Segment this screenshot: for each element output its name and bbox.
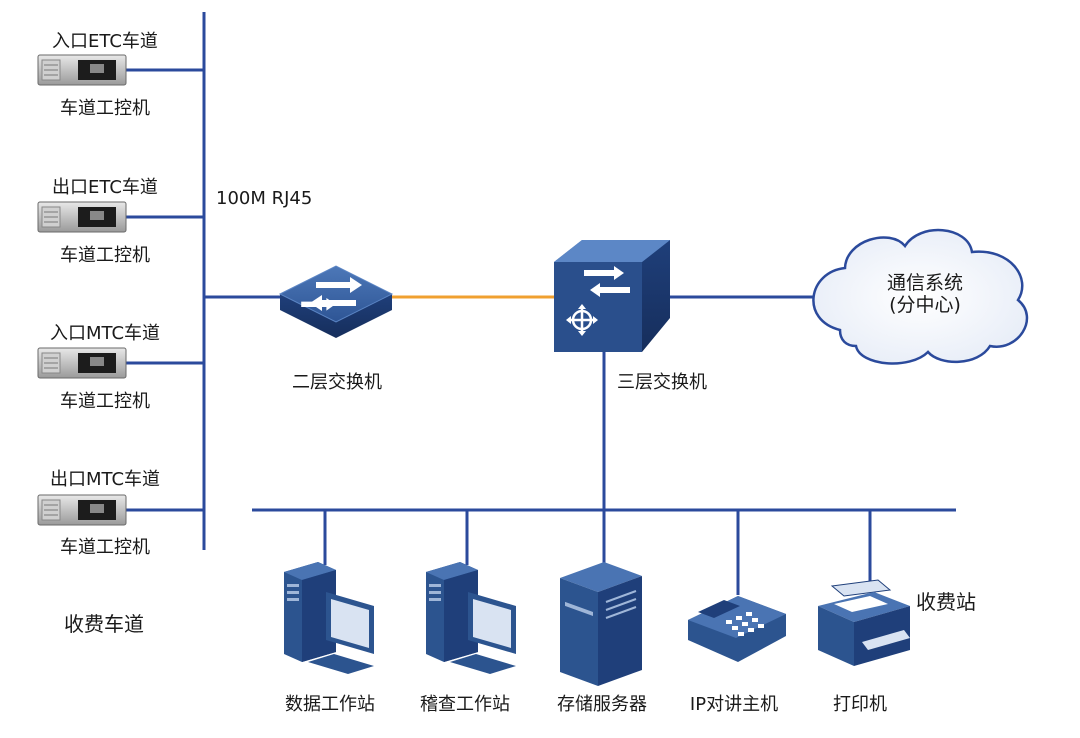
zone-lane-label: 收费车道 bbox=[64, 612, 144, 636]
cloud-label-line1: 通信系统 bbox=[886, 272, 964, 294]
zone-station-label: 收费站 bbox=[916, 590, 976, 614]
cloud-label-line2: (分中心) bbox=[889, 294, 961, 316]
cloud-label: 通信系统 (分中心) bbox=[887, 272, 963, 316]
lane-label: 入口MTC车道 bbox=[49, 323, 161, 344]
lane-label: 入口ETC车道 bbox=[52, 31, 158, 52]
l2-switch-icon bbox=[278, 265, 394, 338]
workstation-icon bbox=[284, 562, 374, 674]
ipc-icon bbox=[37, 347, 127, 379]
ipc-icon bbox=[37, 54, 127, 86]
link-label: 100M RJ45 bbox=[216, 188, 313, 209]
ipc-icon bbox=[37, 494, 127, 526]
station-device-label: 数据工作站 bbox=[285, 694, 375, 715]
device-label: 车道工控机 bbox=[60, 537, 150, 558]
station-device-label: 打印机 bbox=[833, 694, 887, 715]
l3-switch-icon bbox=[554, 240, 670, 352]
station-device-label: 稽查工作站 bbox=[420, 694, 510, 715]
server-icon bbox=[560, 562, 642, 686]
device-label: 车道工控机 bbox=[60, 245, 150, 266]
station-device-label: 存储服务器 bbox=[557, 694, 647, 715]
cloud-icon bbox=[812, 228, 1029, 365]
workstation-icon bbox=[426, 562, 516, 674]
printer-icon bbox=[818, 579, 910, 666]
lane-label: 出口MTC车道 bbox=[49, 469, 161, 490]
l3-switch-label: 三层交换机 bbox=[617, 372, 707, 393]
station-device-label: IP对讲主机 bbox=[689, 694, 779, 715]
l2-switch-label: 二层交换机 bbox=[292, 372, 382, 393]
device-label: 车道工控机 bbox=[60, 98, 150, 119]
lane-label: 出口ETC车道 bbox=[52, 177, 158, 198]
phone-icon bbox=[688, 596, 786, 662]
ipc-icon bbox=[37, 201, 127, 233]
device-label: 车道工控机 bbox=[60, 391, 150, 412]
